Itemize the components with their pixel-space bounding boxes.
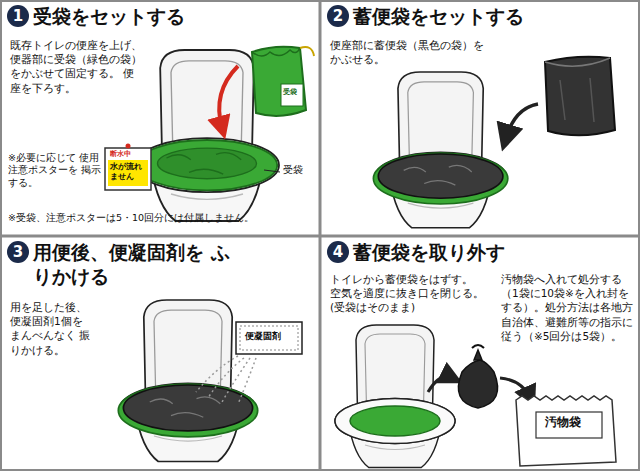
callout-number: 1: [7, 5, 29, 27]
black-arrow: [506, 104, 538, 138]
coagulant-sachet: [196, 322, 302, 404]
toilet-black-bag: [373, 72, 507, 228]
callout-number: 4: [327, 241, 349, 263]
step-note: 汚物袋へ入れて処分する （1袋に10袋※を入れ封を する）。処分方法は各地方 自…: [501, 272, 633, 343]
step-panel: 蓄便袋を取り外すトイレから蓄便袋をはずす。 空気を適度に抜き口を閉じる。 (受袋…: [320, 236, 640, 471]
step-heading: 蓄便袋をセットする: [353, 5, 623, 29]
tied-black-bag: [458, 345, 497, 408]
part-label: 受袋: [283, 163, 313, 176]
poster-text: 水が流れ ません: [110, 162, 148, 183]
step-panel: 用便後、便凝固剤を ふりかける用を足した後、 便凝固剤1個を まんべんなく 振り…: [0, 236, 320, 471]
step-panel: 受袋をセットする既存トイレの便座を上げ、 便器部に受袋（緑色の袋） をかぶせて固…: [0, 0, 320, 236]
waste-bag: [516, 396, 616, 466]
note: ※必要に応じて 使用注意ポスターを 掲示する。: [8, 152, 104, 189]
bag-label: 汚物袋: [545, 415, 599, 431]
black-arrow: [428, 377, 452, 392]
step-panel: 蓄便袋をセットする便座部に蓄便袋（黒色の袋）を かぶせる。: [320, 0, 640, 236]
step-body: 便座部に蓄便袋（黒色の袋）を かぶせる。: [330, 38, 484, 66]
warning-poster: [105, 144, 151, 191]
step-heading: 用便後、便凝固剤を ふりかける: [33, 241, 233, 289]
step-heading: 受袋をセットする: [33, 5, 303, 29]
step-body: 用を足した後、 便凝固剤1個を まんべんなく 振りかける。: [10, 300, 96, 357]
note: ※受袋、注意ポスターは5・10回分には付属しません。: [8, 212, 313, 224]
callout-number: 2: [327, 5, 349, 27]
bag-tag: 受袋: [283, 88, 303, 97]
step-body: トイレから蓄便袋をはずす。 空気を適度に抜き口を閉じる。 (受袋はそのまま): [330, 272, 484, 315]
green-drawstring-bag: [252, 47, 314, 116]
sachet-label: 便凝固剤: [245, 331, 295, 343]
black-bag: [545, 57, 615, 136]
toilet-seat-down: [335, 325, 455, 468]
leader-line: [264, 170, 280, 172]
red-arrow: [219, 66, 238, 128]
black-arrow: [500, 378, 530, 398]
callout-number: 3: [7, 241, 29, 263]
step-heading: 蓄便袋を取り外す: [353, 241, 623, 265]
step-body: 既存トイレの便座を上げ、 便器部に受袋（緑色の袋） をかぶせて固定する。 便座を…: [10, 38, 144, 95]
poster-text: 断水中: [110, 150, 150, 159]
